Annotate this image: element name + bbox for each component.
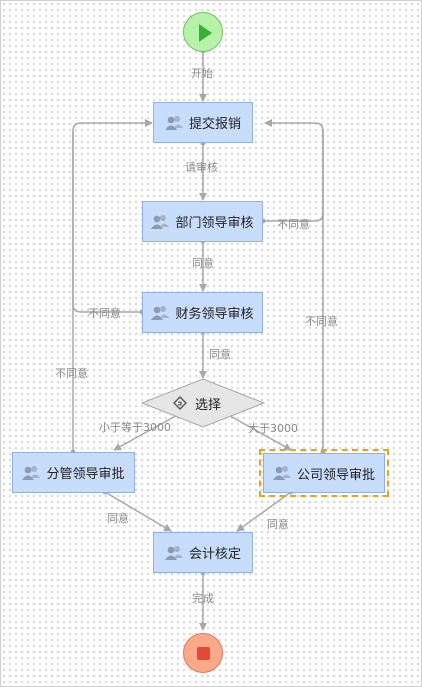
start-node[interactable] (183, 12, 223, 52)
task-accounting-verification[interactable]: 会计核定 (153, 532, 253, 573)
edge-label-branch-agree: 同意 (107, 512, 129, 525)
end-node[interactable] (183, 633, 223, 673)
edge-label-finance-agree: 同意 (209, 348, 231, 361)
selection-frame (259, 449, 389, 497)
edge-label-gt-3000: 大于3000 (248, 422, 298, 435)
edge-choice-to-company (224, 412, 292, 451)
user-group-icon (22, 465, 41, 480)
user-group-icon (164, 115, 183, 130)
stop-icon (197, 647, 210, 660)
edge-label-dept-agree: 同意 (192, 257, 214, 270)
edge-company-to-accounting (236, 491, 292, 532)
user-group-icon (272, 466, 291, 480)
edge-label-branch-reject: 不同意 (55, 367, 88, 380)
edge-dept-reject (263, 119, 324, 222)
edge-label-request-review: 请审核 (185, 161, 218, 174)
task-label: 公司领导审批 (296, 467, 375, 483)
task-label: 部门领导审核 (175, 216, 254, 231)
edge-finance-reject (72, 119, 153, 313)
edge-label-finance-reject: 不同意 (88, 307, 121, 320)
user-group-icon (151, 305, 170, 320)
task-label: 会计核定 (188, 547, 241, 562)
decision-gateway[interactable]: 选择 (173, 395, 222, 413)
task-label: 提交报销 (188, 117, 241, 132)
edge-label-dept-reject: 不同意 (277, 218, 310, 231)
task-submit-reimbursement[interactable]: 提交报销 (153, 102, 253, 143)
edge-label-le-3000: 小于等于3000 (99, 421, 171, 434)
user-group-icon (151, 214, 170, 229)
decision-gateway-shape (140, 378, 266, 428)
task-label: 分管领导审批 (46, 467, 125, 482)
edge-label-start: 开始 (191, 67, 213, 80)
task-company-leader-approval[interactable]: 公司领导审批 (263, 453, 385, 493)
task-label: 财务领导审核 (175, 307, 254, 322)
task-dept-leader-review[interactable]: 部门领导审核 (142, 201, 263, 242)
gateway-label: 选择 (195, 397, 222, 413)
play-icon (199, 24, 212, 42)
edge-label-company-reject: 不同意 (305, 315, 338, 328)
edge-branch-to-accounting (104, 491, 172, 532)
edge-label-complete: 完成 (192, 592, 214, 605)
edge-label-company-agree: 同意 (267, 518, 289, 531)
task-branch-leader-approval[interactable]: 分管领导审批 (12, 452, 135, 493)
gateway-icon (173, 396, 187, 410)
user-group-icon (164, 545, 183, 560)
edge-choice-to-branch (113, 412, 182, 451)
task-finance-leader-review[interactable]: 财务领导审核 (142, 292, 263, 333)
